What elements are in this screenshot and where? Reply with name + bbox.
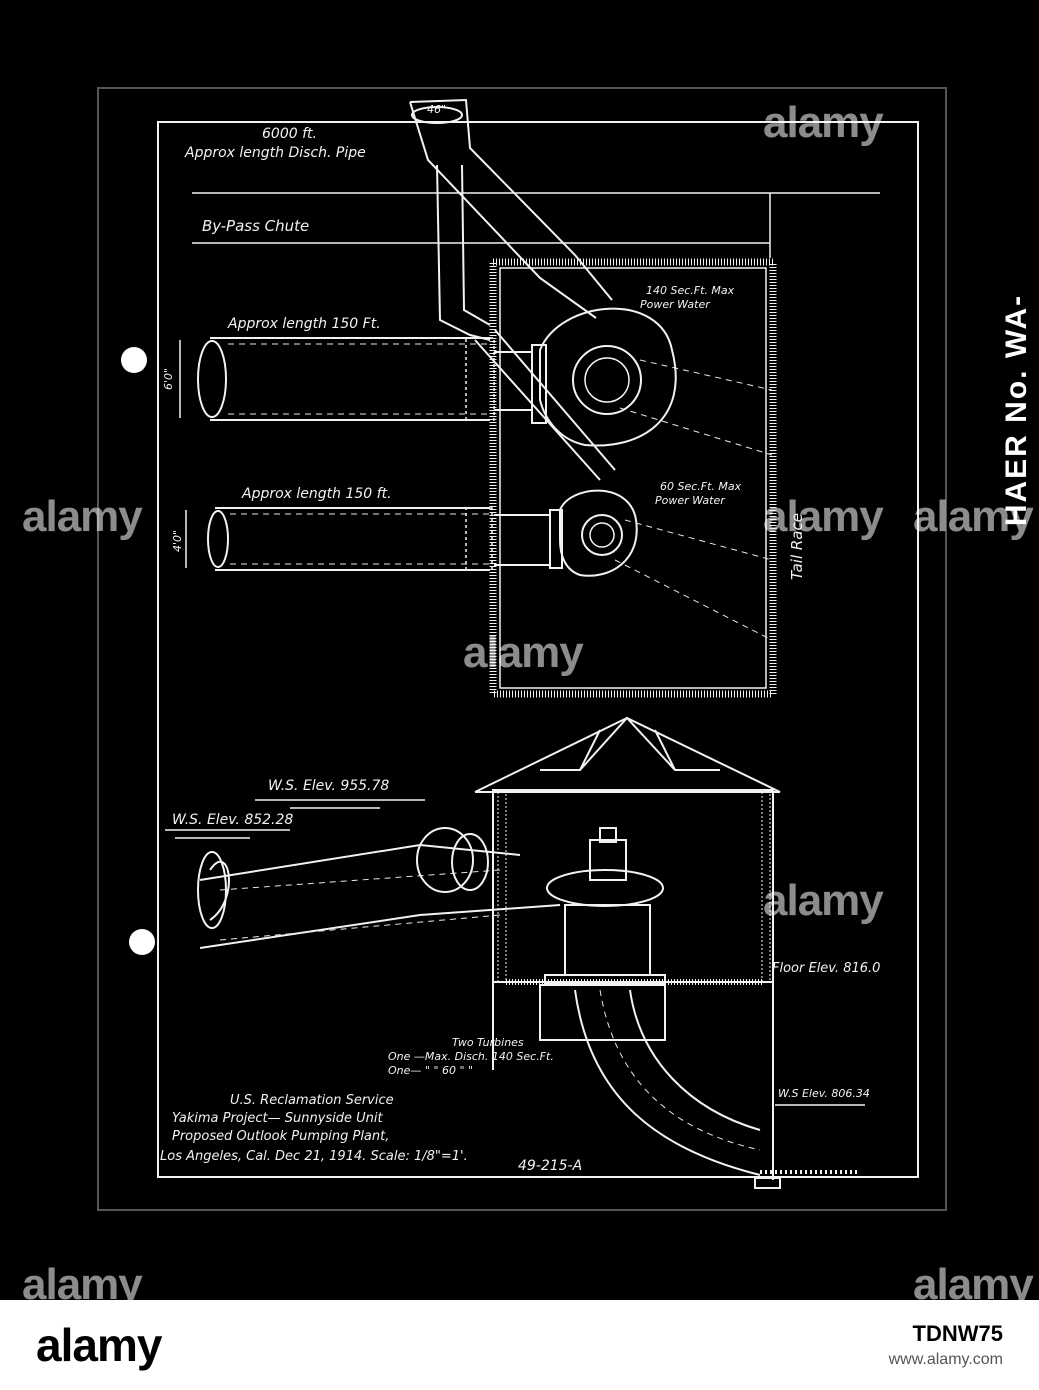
label-pipe2-dia: 4'0" bbox=[171, 530, 184, 552]
label-ws-upper: W.S. Elev. 955.78 bbox=[268, 778, 389, 794]
watermark-alamy: alamy bbox=[913, 492, 1034, 541]
label-turbine1-a: 140 Sec.Ft. Max bbox=[646, 284, 735, 297]
turbine-large bbox=[494, 307, 677, 447]
label-floor-elev: Floor Elev. 816.0 bbox=[772, 961, 880, 976]
label-ws-lower: W.S. Elev. 852.28 bbox=[172, 812, 293, 828]
title-line-2: Yakima Project— Sunnyside Unit bbox=[172, 1111, 384, 1126]
archival-photo: 6000 ft. Approx length Disch. Pipe 46" B… bbox=[0, 0, 1039, 1300]
draft-tube bbox=[574, 989, 761, 1176]
watermark-alamy: alamy bbox=[763, 492, 884, 541]
pipe-6ft bbox=[210, 337, 490, 421]
label-disch-length: 6000 ft. bbox=[262, 126, 317, 142]
haer-label: HAER No. WA- bbox=[1000, 293, 1034, 527]
discharge-pipe bbox=[409, 98, 613, 319]
site-url[interactable]: www.alamy.com bbox=[888, 1351, 1003, 1368]
label-two-turbines: Two Turbines bbox=[452, 1036, 524, 1049]
label-turbine-one-a: One —Max. Disch. 140 Sec.Ft. bbox=[388, 1050, 554, 1063]
title-line-4: Los Angeles, Cal. Dec 21, 1914. Scale: 1… bbox=[160, 1149, 468, 1164]
label-pipe-dia-top: 46" bbox=[427, 103, 446, 116]
label-turbine2-a: 60 Sec.Ft. Max bbox=[660, 480, 742, 493]
watermark-alamy: alamy bbox=[463, 628, 584, 677]
title-line-3: Proposed Outlook Pumping Plant, bbox=[172, 1129, 389, 1144]
watermark-alamy: alamy bbox=[22, 492, 143, 541]
section-building bbox=[492, 789, 774, 983]
image-id: TDNW75 bbox=[912, 1321, 1003, 1346]
label-bypass: By-Pass Chute bbox=[202, 217, 309, 235]
label-tail-race: Tail Race bbox=[788, 513, 806, 580]
label-turbine-one-b: One— " " 60 " " bbox=[388, 1064, 473, 1077]
turbine-small bbox=[494, 489, 638, 577]
punch-hole-bottom bbox=[129, 929, 155, 955]
label-ws-tail: W.S Elev. 806.34 bbox=[778, 1087, 870, 1100]
footer-bar: alamy TDNW75 www.alamy.com bbox=[0, 1300, 1039, 1390]
plan-building bbox=[489, 258, 777, 698]
drawing-number: 49-215-A bbox=[518, 1158, 582, 1174]
section-turbine bbox=[544, 827, 666, 984]
label-pipe2-length: Approx length 150 ft. bbox=[241, 486, 392, 502]
section-pipe bbox=[199, 843, 561, 949]
label-turbine2-b: Power Water bbox=[655, 494, 726, 507]
sheet-edge bbox=[97, 87, 947, 1211]
watermark-alamy: alamy bbox=[763, 876, 884, 925]
label-pipe1-length: Approx length 150 Ft. bbox=[227, 316, 381, 332]
label-pipe1-dia: 6'0" bbox=[162, 368, 175, 390]
alamy-logo[interactable]: alamy bbox=[36, 1319, 162, 1371]
section-roof bbox=[474, 716, 781, 793]
watermark-alamy: alamy bbox=[763, 98, 884, 147]
pipe-4ft bbox=[215, 507, 490, 571]
title-line-1: U.S. Reclamation Service bbox=[230, 1093, 394, 1108]
punch-hole-top bbox=[121, 347, 147, 373]
drawing-border bbox=[157, 121, 919, 1178]
blueprint-drawing: 6000 ft. Approx length Disch. Pipe 46" B… bbox=[97, 87, 947, 1211]
label-disch-caption: Approx length Disch. Pipe bbox=[184, 145, 366, 161]
label-turbine1-b: Power Water bbox=[640, 298, 711, 311]
